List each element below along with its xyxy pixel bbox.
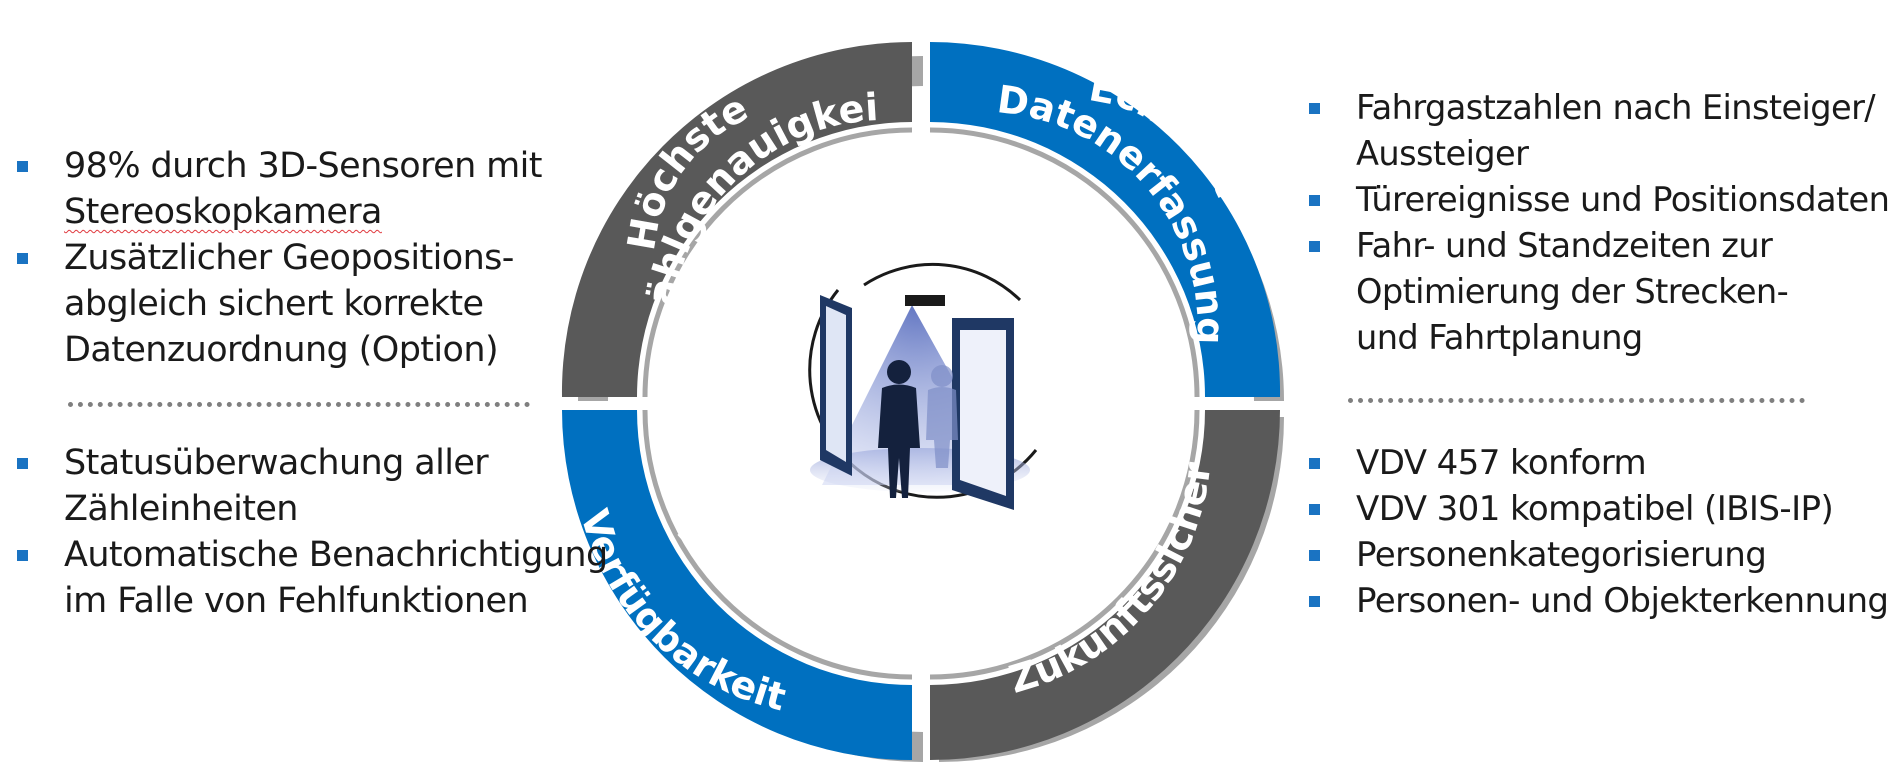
list-item: Personen- und Objekterkennung <box>1306 578 1889 624</box>
segment-top-left <box>561 41 912 397</box>
list-item-line: Personen- und Objekterkennung <box>1356 581 1889 621</box>
square-bullet-icon <box>17 253 28 264</box>
list-item-line: Personenkategorisierung <box>1356 535 1767 575</box>
list-item-line: Zähleinheiten <box>64 489 298 529</box>
list-item: Fahr- und Standzeiten zur Optimierung de… <box>1306 223 1889 361</box>
dotted-divider-left <box>68 402 530 407</box>
list-item: VDV 301 kompatibel (IBIS-IP) <box>1306 486 1888 532</box>
square-bullet-icon <box>1309 195 1320 206</box>
list-item-line: abgleich sichert korrekte <box>64 284 484 324</box>
list-top-right: Fahrgastzahlen nach Einsteiger/ Aussteig… <box>1306 85 1890 361</box>
list-item-line: Fahrgastzahlen nach Einsteiger/ <box>1356 88 1876 127</box>
list-item-line: Stereoskopkamera <box>64 192 383 232</box>
list-item-line: VDV 301 kompatibel (IBIS-IP) <box>1356 489 1834 529</box>
list-item-line: Fahr- und Standzeiten zur <box>1356 226 1773 265</box>
inner-rings <box>642 127 1200 680</box>
list-item-line: VDV 457 konform <box>1356 443 1647 483</box>
square-bullet-icon <box>1309 458 1320 469</box>
list-item-line: Optimierung der Strecken- <box>1356 272 1789 311</box>
list-item-line: Statusüberwachung aller <box>64 443 489 483</box>
list-top-left: 98% durch 3D-Sensoren mit Stereoskopkame… <box>14 143 543 373</box>
list-item-line: Datenzuordnung (Option) <box>64 330 499 370</box>
list-item: Zusätzlicher Geopositions- abgleich sich… <box>14 235 542 373</box>
list-item: Türereignisse und Positionsdaten <box>1306 177 1890 223</box>
square-bullet-icon <box>17 458 28 469</box>
square-bullet-icon <box>1309 103 1320 114</box>
list-item-line: Aussteiger <box>1356 134 1529 173</box>
list-item-line: Automatische Benachrichtigung <box>64 535 608 575</box>
list-item: Statusüberwachung aller Zähleinheiten <box>14 440 608 532</box>
list-item-line: und Fahrtplanung <box>1356 318 1643 357</box>
segment-bottom-left <box>562 410 912 760</box>
list-item-line: im Falle von Fehlfunktionen <box>64 581 529 621</box>
list-item: Fahrgastzahlen nach Einsteiger/ Aussteig… <box>1306 85 1889 177</box>
list-item: Automatische Benachrichtigung im Falle v… <box>14 532 608 624</box>
list-item-line: Zusätzlicher Geopositions- <box>64 238 514 278</box>
square-bullet-icon <box>1309 504 1320 515</box>
square-bullet-icon <box>1309 596 1320 607</box>
list-item: VDV 457 konform <box>1306 440 1888 486</box>
square-bullet-icon <box>1309 241 1320 252</box>
list-item: 98% durch 3D-Sensoren mit Stereoskopkame… <box>14 143 543 235</box>
door-sensor-illustration <box>808 262 1038 510</box>
square-bullet-icon <box>1309 550 1320 561</box>
list-bottom-right: VDV 457 konform VDV 301 kompatibel (IBIS… <box>1306 440 1889 624</box>
list-item-line: Türereignisse und Positionsdaten <box>1356 180 1890 219</box>
list-item-line: 98% durch 3D-Sensoren mit <box>64 146 543 186</box>
list-item: Personenkategorisierung <box>1306 532 1888 578</box>
list-bottom-left: Statusüberwachung aller Zähleinheiten Au… <box>14 440 608 624</box>
square-bullet-icon <box>17 161 28 172</box>
segment-top-right <box>930 42 1281 397</box>
square-bullet-icon <box>17 550 28 561</box>
segment-bottom-right <box>930 410 1280 760</box>
dotted-divider-right <box>1348 398 1805 403</box>
